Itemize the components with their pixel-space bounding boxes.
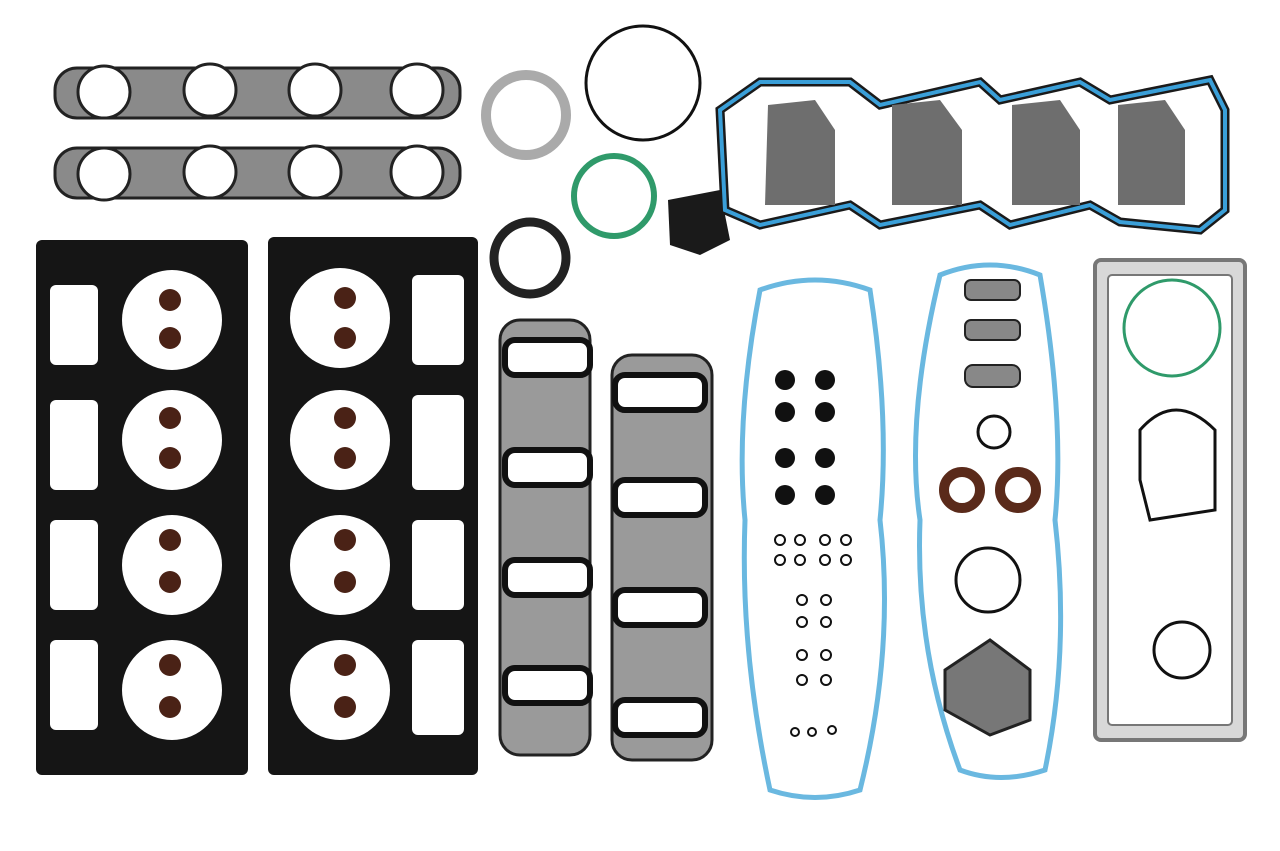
small-gasket-plate — [668, 190, 730, 255]
timing-cover-gasket — [913, 262, 1064, 780]
o-ring-black — [584, 24, 702, 142]
cylinder-head-gasket-right — [268, 237, 478, 775]
valley-cover-gasket — [1093, 258, 1247, 742]
intake-manifold-gasket-right — [610, 353, 714, 762]
oil-pan-gasket — [739, 277, 887, 800]
cylinder-head-gasket-left — [36, 240, 248, 775]
seal-ring-gray — [481, 70, 571, 160]
exhaust-manifold-gasket-top — [53, 62, 462, 120]
rear-main-seal — [489, 217, 571, 299]
valve-cover-gasket — [715, 74, 1230, 235]
exhaust-manifold-gasket-bottom — [53, 144, 462, 202]
o-ring-green — [571, 153, 657, 239]
intake-manifold-gasket-left — [498, 318, 593, 757]
